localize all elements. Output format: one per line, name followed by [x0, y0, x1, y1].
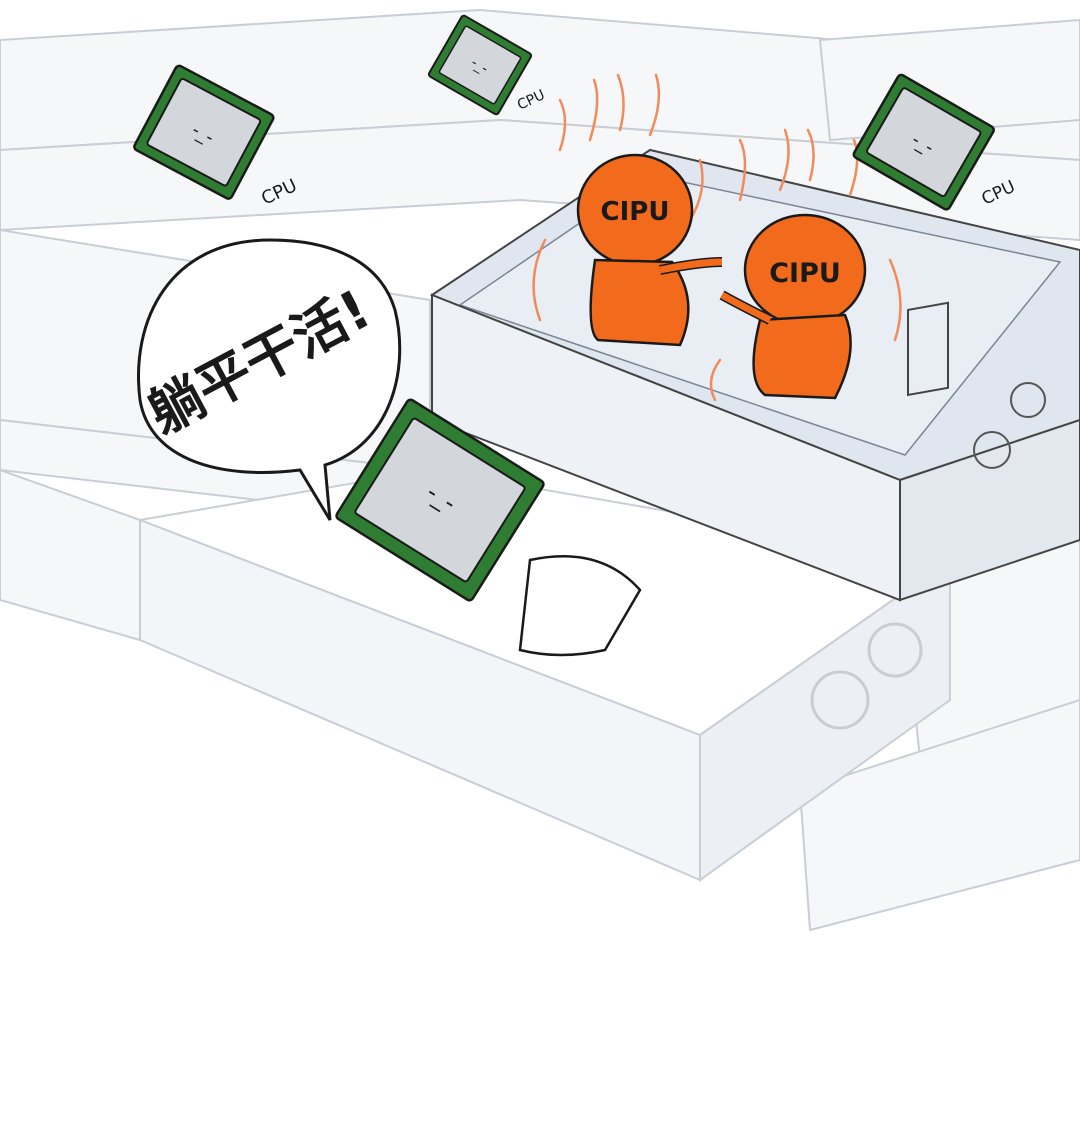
cipu-label-right: CIPU	[769, 258, 841, 289]
fan-icon	[1010, 382, 1046, 418]
flames	[532, 73, 902, 402]
cpu-face: -_-	[468, 55, 491, 77]
cpu-character-front: -_-	[335, 398, 545, 602]
fan-icon	[867, 622, 923, 678]
cloud-top-edge	[0, 812, 1080, 1130]
fan-icon	[810, 670, 870, 730]
cpu-character-top-middle: -_-	[427, 14, 533, 116]
cpu-body-front	[518, 555, 642, 657]
cipu-character-left: CIPU	[576, 153, 723, 347]
cpu-character-top-right: -_-	[852, 73, 995, 211]
speech-bubble: 躺平干活!	[137, 238, 402, 521]
cipu-label-left: CIPU	[601, 197, 670, 227]
cpu-character-top-left: -_-	[133, 64, 275, 200]
fan-icon	[973, 431, 1011, 469]
cipu-character-right: CIPU	[719, 213, 867, 400]
